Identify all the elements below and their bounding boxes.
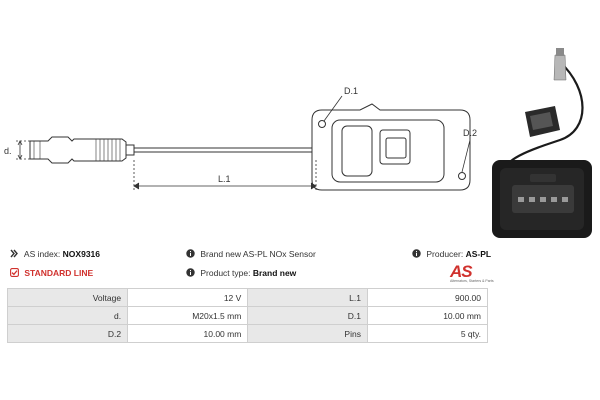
info-circle-icon [412, 249, 421, 258]
label-d1: D.1 [344, 86, 358, 96]
check-icon [10, 268, 19, 277]
label-d: d. [4, 146, 12, 156]
info-circle-icon [186, 249, 195, 258]
spec-key: d. [6, 306, 129, 325]
logo-tagline: Alternators, Starters & Parts [450, 279, 494, 283]
spec-key: Pins [247, 324, 368, 343]
spec-value: 10.00 mm [127, 324, 249, 343]
standard-line-label: STANDARD LINE [24, 268, 94, 278]
producer: Producer: AS-PL [412, 249, 491, 259]
as-index-label: AS index: [23, 249, 61, 259]
product-type: Product type: Brand new [186, 268, 296, 278]
logo-mark: AS [450, 262, 473, 281]
connector-photo [492, 160, 592, 238]
as-pl-logo: AS Alternators, Starters & Parts [450, 262, 494, 286]
info-bullet-icon [10, 249, 19, 258]
as-index: AS index: NOX9316 [10, 249, 100, 259]
brand-text: Brand new AS-PL NOx Sensor [186, 249, 316, 259]
spec-key: D.1 [247, 306, 368, 325]
spec-value: M20x1.5 mm [127, 306, 249, 325]
control-module [311, 103, 471, 191]
sensor-probe [29, 136, 135, 164]
product-photo [503, 48, 584, 176]
technical-drawing: d. L.1 D.1 D.2 [4, 48, 592, 238]
label-d2: D.2 [463, 128, 477, 138]
spec-value: 900.00 [366, 288, 489, 307]
spec-value: 5 qty. [366, 324, 489, 343]
product-type-value: Brand new [252, 268, 297, 278]
standard-line: STANDARD LINE [10, 268, 93, 278]
label-l1: L.1 [218, 174, 231, 184]
producer-value: AS-PL [465, 249, 492, 259]
sensor-cable [134, 147, 316, 153]
spec-key: Voltage [6, 288, 129, 307]
as-index-value: NOX9316 [62, 249, 101, 259]
producer-label: Producer: [426, 249, 464, 259]
brand-text-value: Brand new AS-PL NOx Sensor [200, 249, 316, 259]
info-circle-icon [186, 268, 195, 277]
spec-value: 10.00 mm [366, 306, 489, 325]
spec-key: L.1 [247, 288, 368, 307]
product-type-label: Product type: [200, 268, 251, 278]
spec-key: D.2 [6, 324, 129, 343]
spec-value: 12 V [127, 288, 249, 307]
